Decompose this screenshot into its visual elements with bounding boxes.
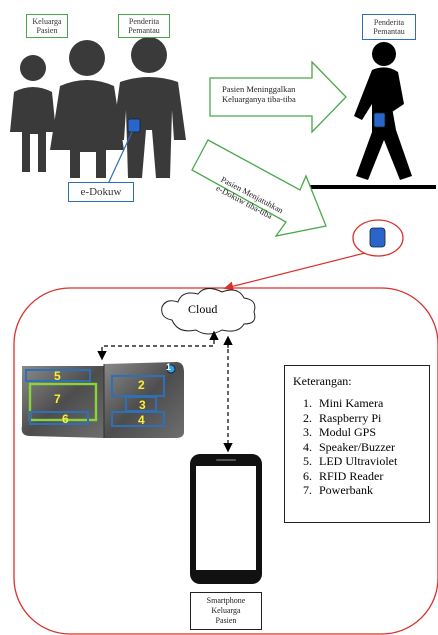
leave-arrow	[209, 60, 347, 134]
wallet-number-1: 1	[166, 362, 172, 372]
smartphone-image	[190, 454, 262, 584]
legend-item: Modul GPS	[315, 425, 397, 440]
leave-arrow-text: Pasien Meninggalkan Keluarganya tiba-tib…	[222, 84, 296, 104]
edokuw-device-walking	[373, 112, 386, 128]
legend-item: RFID Reader	[315, 469, 397, 484]
system-frame	[13, 287, 438, 635]
legend-item: Mini Kamera	[315, 396, 397, 411]
dropped-device-icon	[369, 227, 386, 248]
wallet-number-4: 4	[138, 413, 145, 427]
wallet-image	[21, 362, 184, 438]
wallet-number-6: 6	[62, 412, 69, 426]
legend-list: Mini Kamera Raspberry Pi Modul GPS Speak…	[293, 396, 397, 498]
legend-title: Keterangan:	[293, 374, 352, 388]
wallet-number-5: 5	[54, 369, 61, 383]
edokuw-device-on-patient	[127, 118, 141, 133]
red-arrow	[223, 252, 366, 291]
edokuw-pointer-line	[107, 131, 133, 185]
cloud-label: Cloud	[188, 302, 218, 316]
edokuw-label: e-Dokuw	[68, 182, 134, 202]
wallet-number-3: 3	[139, 398, 146, 412]
ground-line	[308, 185, 436, 189]
smartphone-caption: Smartphone Keluarga Pasien	[190, 592, 262, 630]
wallet-number-2: 2	[138, 378, 145, 392]
family-silhouette	[10, 37, 186, 178]
cloud-wallet-link	[97, 333, 215, 361]
legend-item: Raspberry Pi	[315, 411, 397, 426]
drop-arrow	[191, 139, 327, 237]
legend-item: LED Ultraviolet	[315, 454, 397, 469]
legend-item: Speaker/Buzzer	[315, 440, 397, 455]
legend-item: Powerbank	[315, 483, 397, 498]
legend-box: Keterangan: Mini Kamera Raspberry Pi Mod…	[284, 365, 430, 523]
wallet-number-7: 7	[54, 392, 61, 406]
walking-person-icon	[354, 42, 412, 180]
